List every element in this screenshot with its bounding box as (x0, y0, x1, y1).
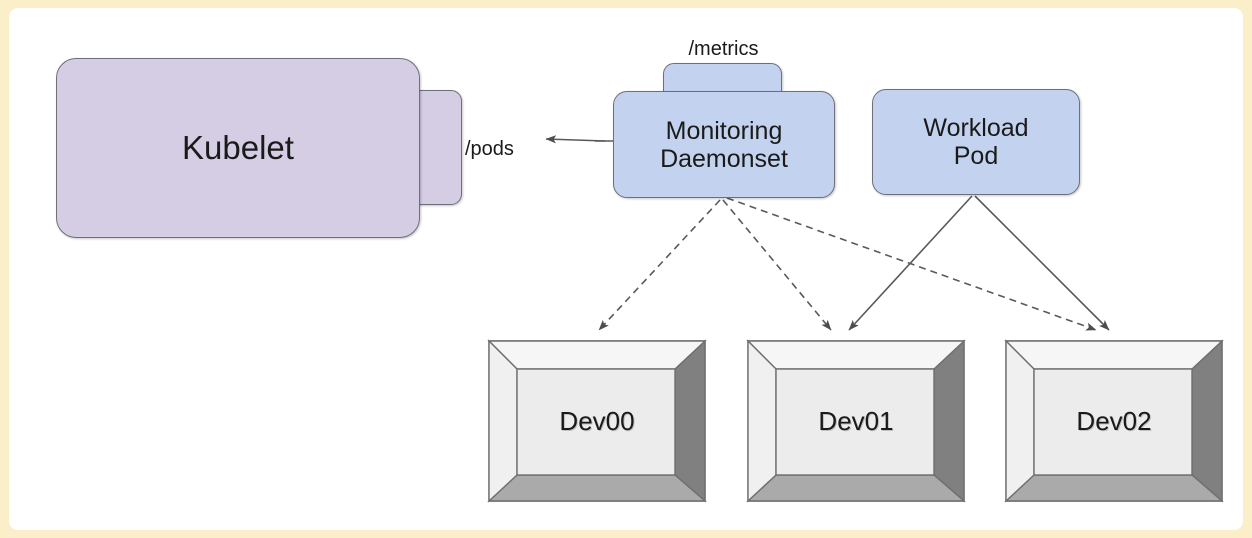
edge-workload-to-dev01 (848, 195, 973, 331)
device-3d-shape (1004, 339, 1224, 503)
edge-monitoring-to-dev01 (722, 199, 832, 331)
node-monitoring-daemonset[interactable]: Monitoring Daemonset (613, 91, 835, 198)
edge-workload-to-dev02 (974, 195, 1110, 331)
node-device-dev00[interactable]: Dev00 (483, 335, 711, 507)
node-kubelet[interactable]: Kubelet (56, 58, 420, 238)
monitoring-daemonset-label: Monitoring Daemonset (660, 116, 788, 173)
metrics-endpoint-label: /metrics (688, 37, 759, 60)
workload-pod-label: Workload Pod (923, 114, 1029, 170)
node-device-dev02[interactable]: Dev02 (1000, 335, 1228, 507)
device-3d-shape (487, 339, 707, 503)
edge-monitoring-to-dev00 (598, 199, 721, 331)
edge-monitoring-to-dev02 (726, 197, 1097, 331)
kubelet-label: Kubelet (182, 128, 294, 166)
pods-endpoint-label: /pods (465, 137, 514, 160)
edge-monitoring-to-kubelet (545, 135, 606, 144)
node-device-dev01[interactable]: Dev01 (742, 335, 970, 507)
device-3d-shape (746, 339, 966, 503)
node-workload-pod[interactable]: Workload Pod (872, 89, 1080, 195)
diagram-surface: Kubelet /pods /metrics Monitoring Daemon… (9, 8, 1243, 530)
